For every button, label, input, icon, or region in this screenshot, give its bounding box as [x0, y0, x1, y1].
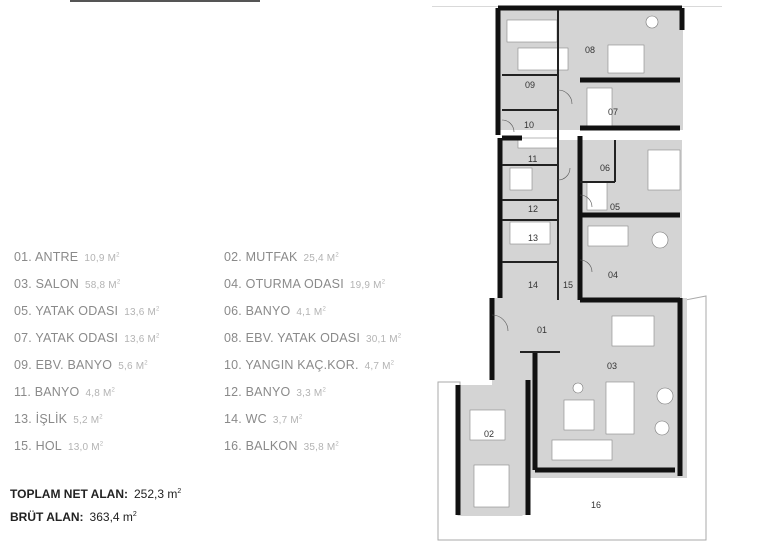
legend-item: 14. WC 3,7 M2 [224, 412, 302, 426]
gross-area-label: BRÜT ALAN: [10, 510, 84, 524]
room-label-08: 08 [585, 45, 595, 55]
doors [491, 89, 593, 332]
room-label-01: 01 [537, 325, 547, 335]
room-label-03: 03 [607, 361, 617, 371]
room-label-14: 14 [528, 280, 538, 290]
room-label-15: 15 [563, 280, 573, 290]
legend-item: 12. BANYO 3,3 M2 [224, 385, 326, 399]
room-label-13: 13 [528, 233, 538, 243]
fixtures [469, 19, 681, 508]
legend-item: 16. BALKON 35,8 M2 [224, 439, 339, 453]
room-name: 05. YATAK ODASI [14, 304, 119, 318]
partitions [502, 10, 616, 353]
room-label-06: 06 [600, 163, 610, 173]
room-name: 08. EBV. YATAK ODASI [224, 331, 361, 345]
room-area: 19,9 M2 [349, 279, 386, 291]
room-name: 13. İŞLİK [14, 412, 68, 426]
room-name: 10. YANGIN KAÇ.KOR. [224, 358, 359, 372]
room-name: 03. SALON [14, 277, 80, 291]
room-name: 14. WC [224, 412, 267, 426]
legend-item: 13. İŞLİK 5,2 M2 [14, 412, 103, 426]
legend-item: 10. YANGIN KAÇ.KOR. 4,7 M2 [224, 358, 394, 372]
room-area: 10,9 M2 [84, 252, 120, 264]
room-name: 01. ANTRE [14, 250, 79, 264]
room-name: 06. BANYO [224, 304, 291, 318]
furniture [572, 15, 674, 436]
room-name: 16. BALKON [224, 439, 298, 453]
room-area: 3,7 M2 [272, 414, 303, 426]
room-area: 35,8 M2 [303, 441, 339, 453]
room-area: 5,2 M2 [73, 414, 103, 426]
net-area-value: 252,3 m2 [134, 487, 182, 501]
legend-item: 08. EBV. YATAK ODASI 30,1 M2 [224, 331, 401, 345]
floor-plan: 08 09 07 10 11 06 05 12 13 04 14 15 01 0… [437, 5, 707, 541]
room-name: 09. EBV. BANYO [14, 358, 113, 372]
room-label-05: 05 [610, 202, 620, 212]
legend-item: 03. SALON 58,8 M2 [14, 277, 120, 291]
room-area: 4,1 M2 [296, 306, 326, 318]
net-area-row: TOPLAM NET ALAN: 252,3 m2 [10, 487, 181, 501]
room-label-07: 07 [608, 107, 618, 117]
room-number-labels: 08 09 07 10 11 06 05 12 13 04 14 15 01 0… [484, 45, 620, 510]
room-area: 13,6 M2 [124, 306, 160, 318]
room-name: 04. OTURMA ODASI [224, 277, 344, 291]
room-area: 25,4 M2 [303, 252, 339, 264]
room-area: 13,0 M2 [67, 441, 104, 453]
legend-item: 01. ANTRE 10,9 M2 [14, 250, 120, 264]
room-label-02: 02 [484, 429, 494, 439]
legend-item: 09. EBV. BANYO 5,6 M2 [14, 358, 148, 372]
room-name: 15. HOL [14, 439, 62, 453]
legend-item: 15. HOL 13,0 M2 [14, 439, 103, 453]
legend-item: 07. YATAK ODASI 13,6 M2 [14, 331, 160, 345]
room-name: 11. BANYO [14, 385, 80, 399]
room-label-11: 11 [528, 154, 537, 164]
room-area: 30,1 M2 [366, 333, 402, 345]
legend-item: 02. MUTFAK 25,4 M2 [224, 250, 339, 264]
room-area: 4,8 M2 [85, 387, 116, 399]
gross-area-row: BRÜT ALAN: 363,4 m2 [10, 510, 181, 524]
legend-item: 11. BANYO 4,8 M2 [14, 385, 115, 399]
room-area: 13,6 M2 [124, 333, 160, 345]
room-area: 58,8 M2 [85, 279, 121, 291]
room-name: 12. BANYO [224, 385, 291, 399]
room-name: 02. MUTFAK [224, 250, 298, 264]
net-area-label: TOPLAM NET ALAN: [10, 487, 128, 501]
room-area: 5,6 M2 [118, 360, 148, 372]
gross-area-value: 363,4 m2 [89, 510, 137, 524]
room-label-09: 09 [525, 80, 535, 90]
room-name: 07. YATAK ODASI [14, 331, 119, 345]
room-area: 3,3 M2 [296, 387, 326, 399]
area-totals: TOPLAM NET ALAN: 252,3 m2 BRÜT ALAN: 363,4… [10, 487, 181, 533]
room-label-12: 12 [528, 204, 538, 214]
walls [455, 5, 685, 515]
header-rule [70, 0, 260, 2]
room-label-10: 10 [524, 120, 534, 130]
legend-item: 04. OTURMA ODASI 19,9 M2 [224, 277, 385, 291]
legend-item: 05. YATAK ODASI 13,6 M2 [14, 304, 160, 318]
room-label-16: 16 [591, 500, 601, 510]
legend-item: 06. BANYO 4,1 M2 [224, 304, 326, 318]
room-label-04: 04 [608, 270, 618, 280]
room-area: 4,7 M2 [364, 360, 395, 372]
